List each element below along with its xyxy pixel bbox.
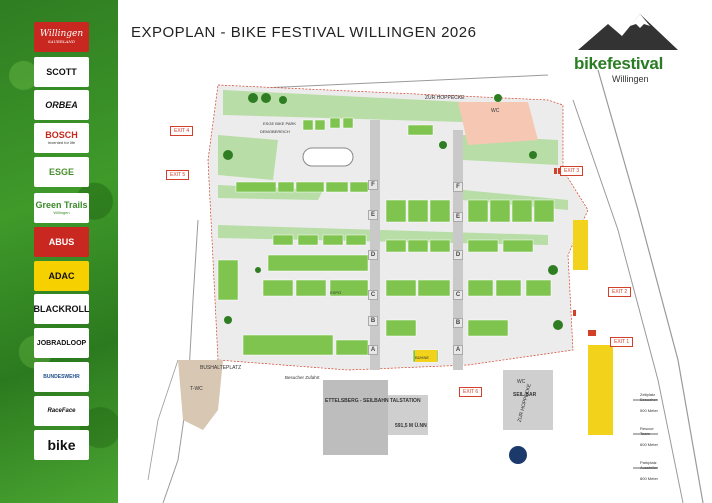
exit-4[interactable]: EXIT 4 <box>170 126 194 136</box>
exit-3[interactable]: EXIT 3 <box>560 166 584 176</box>
wc-area <box>458 102 538 145</box>
sponsor-logo-bike[interactable]: bike <box>34 430 89 460</box>
sponsor-logo-blackroll[interactable]: BLACKROLL <box>34 294 90 324</box>
sponsor-logo-jobradloop[interactable]: JOBRADLOOP <box>34 328 89 358</box>
sponsor-logo-adac[interactable]: ADAC <box>34 261 89 291</box>
legend-arrows <box>633 399 658 469</box>
wc-top-label: WC <box>491 108 500 114</box>
exit-1[interactable]: EXIT 1 <box>610 337 634 347</box>
visitor-access-label: Besucher Zufahrt <box>285 375 320 380</box>
row-marker-left-d: D <box>368 250 378 260</box>
row-marker-right-b: B <box>453 318 463 328</box>
road-left-2 <box>147 359 179 481</box>
stand-blocks <box>217 117 555 363</box>
lift-icon <box>509 446 527 464</box>
trees <box>223 93 563 330</box>
aisle-left <box>370 120 380 370</box>
yellow-stand-1 <box>415 350 437 362</box>
sponsor-logo-esge[interactable]: ESGE <box>34 157 89 187</box>
sponsor-logo-raceface[interactable]: RaceFace <box>34 396 89 426</box>
sponsor-logo-scott[interactable]: SCOTT <box>34 57 89 87</box>
stage-label: BÜHNE <box>415 355 430 360</box>
row-marker-left-e: E <box>368 210 378 220</box>
festival-map <box>147 69 704 503</box>
arena-oval <box>302 147 354 167</box>
exit-2[interactable]: EXIT 2 <box>608 287 632 297</box>
arena-label: DEMOBEREICH <box>260 129 290 134</box>
row-marker-right-e: E <box>453 212 463 222</box>
road-right-inner <box>572 99 684 503</box>
grass-left-upper <box>218 135 278 180</box>
twc-label: T-WC <box>190 386 203 392</box>
station-annex <box>388 395 428 435</box>
mountain-icon <box>578 14 678 50</box>
seil-bar-label: SEIL BAR <box>513 392 537 398</box>
grass-strip-2 <box>218 225 548 245</box>
street-label-top: ZUR HOPPECKE <box>425 95 465 101</box>
yellow-stand-exit1 <box>588 345 613 435</box>
row-marker-right-f: F <box>453 182 463 192</box>
brand-subtitle: Willingen <box>612 74 649 84</box>
row-marker-left-c: C <box>368 290 378 300</box>
exit-5[interactable]: EXIT 5 <box>166 170 190 180</box>
station-building <box>323 380 388 455</box>
station-altitude: 591,5 M Ü.NN <box>395 423 427 429</box>
station-label: ETTELSBERG - SEILBAHN TALSTATION <box>325 398 421 404</box>
bike-festival-logo: bikefestival Willingen <box>568 10 688 90</box>
row-marker-left-a: A <box>368 345 378 355</box>
bus-area <box>178 360 223 430</box>
bus-stop-label: BUSHALTEPLATZ <box>200 365 242 371</box>
row-marker-right-d: D <box>453 250 463 260</box>
bar-building <box>503 370 553 430</box>
pumptrack-label: ESGE BIKE PARK <box>263 121 297 126</box>
sponsor-logo-orbea[interactable]: ORBEA <box>34 90 89 120</box>
row-marker-right-c: C <box>453 290 463 300</box>
sponsor-logo-bundeswehr[interactable]: BUNDESWEHR <box>34 362 89 392</box>
wc-bottom-label: WC <box>517 379 526 385</box>
yellow-stand-right <box>573 220 588 270</box>
sponsor-logo-abus[interactable]: ABUS <box>34 227 89 257</box>
row-marker-right-a: A <box>453 345 463 355</box>
expo-label: EXPO <box>330 290 342 295</box>
road-right <box>597 69 704 503</box>
exit-arrows <box>554 168 596 336</box>
brand-wordmark: bikefestival <box>574 54 664 73</box>
row-marker-left-b: B <box>368 316 378 326</box>
row-marker-left-f: F <box>368 180 378 190</box>
exit-6[interactable]: EXIT 6 <box>459 387 483 397</box>
page-title: EXPOPLAN - BIKE FESTIVAL WILLINGEN 2026 <box>131 24 477 41</box>
